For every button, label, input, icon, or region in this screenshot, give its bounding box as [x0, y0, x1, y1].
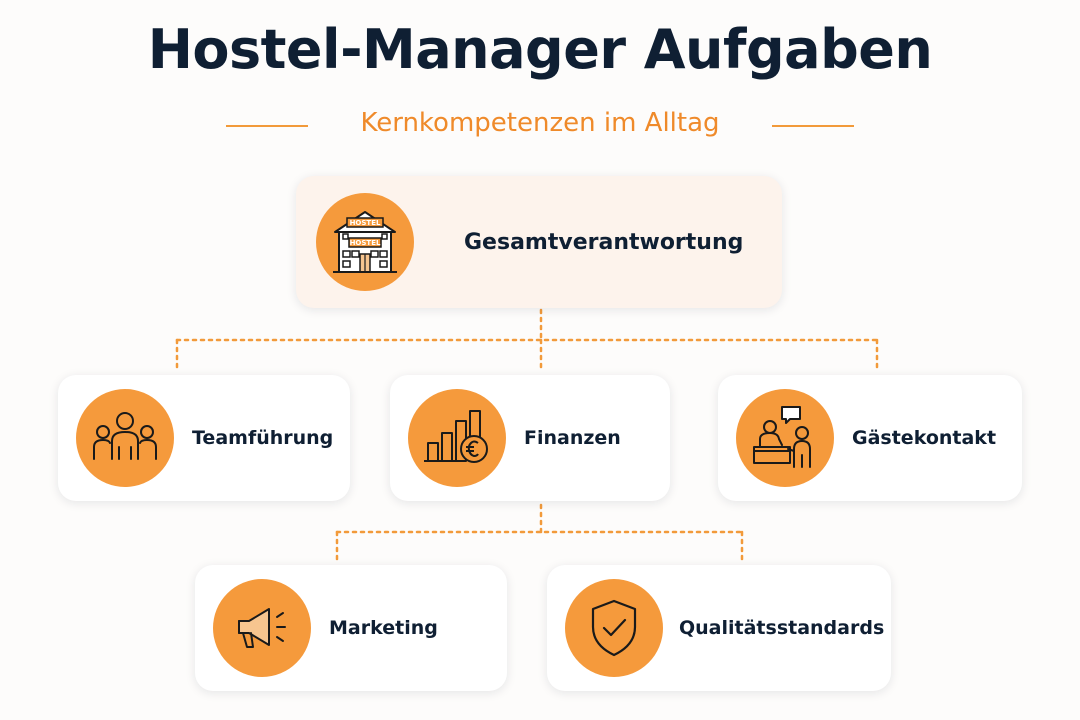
subtitle-divider-left — [226, 125, 308, 127]
card-gaestekontakt[interactable]: Gästekontakt — [718, 375, 1022, 501]
card-teamfuehrung[interactable]: Teamführung — [58, 375, 350, 501]
card-qualitaetsstandards[interactable]: Qualitätsstandards — [547, 565, 891, 691]
hostel-building-icon: HOSTEL HOSTEL — [316, 193, 414, 291]
card-finanzen-label: Finanzen — [524, 427, 621, 449]
team-people-icon — [76, 389, 174, 487]
page-title: Hostel-Manager Aufgaben — [147, 18, 933, 81]
card-gaestekontakt-label: Gästekontakt — [852, 427, 997, 449]
card-marketing-label: Marketing — [329, 617, 438, 639]
root-card-label: Gesamtverantwortung — [464, 229, 744, 255]
card-teamfuehrung-label: Teamführung — [192, 427, 334, 449]
svg-text:HOSTEL: HOSTEL — [350, 239, 381, 247]
shield-check-icon — [565, 579, 663, 677]
finance-euro-chart-icon — [408, 389, 506, 487]
megaphone-icon — [213, 579, 311, 677]
guest-reception-icon — [736, 389, 834, 487]
card-qualitaetsstandards-label: Qualitätsstandards — [679, 617, 885, 639]
page-subtitle: Kernkompetenzen im Alltag — [360, 108, 720, 138]
svg-text:HOSTEL: HOSTEL — [350, 219, 381, 227]
card-finanzen[interactable]: Finanzen — [390, 375, 670, 501]
subtitle-row: Kernkompetenzen im Alltag — [0, 108, 1080, 144]
root-card-gesamtverantwortung[interactable]: HOSTEL HOSTEL Gesamtverantwortung — [296, 176, 782, 308]
card-marketing[interactable]: Marketing — [195, 565, 507, 691]
subtitle-divider-right — [772, 125, 854, 127]
